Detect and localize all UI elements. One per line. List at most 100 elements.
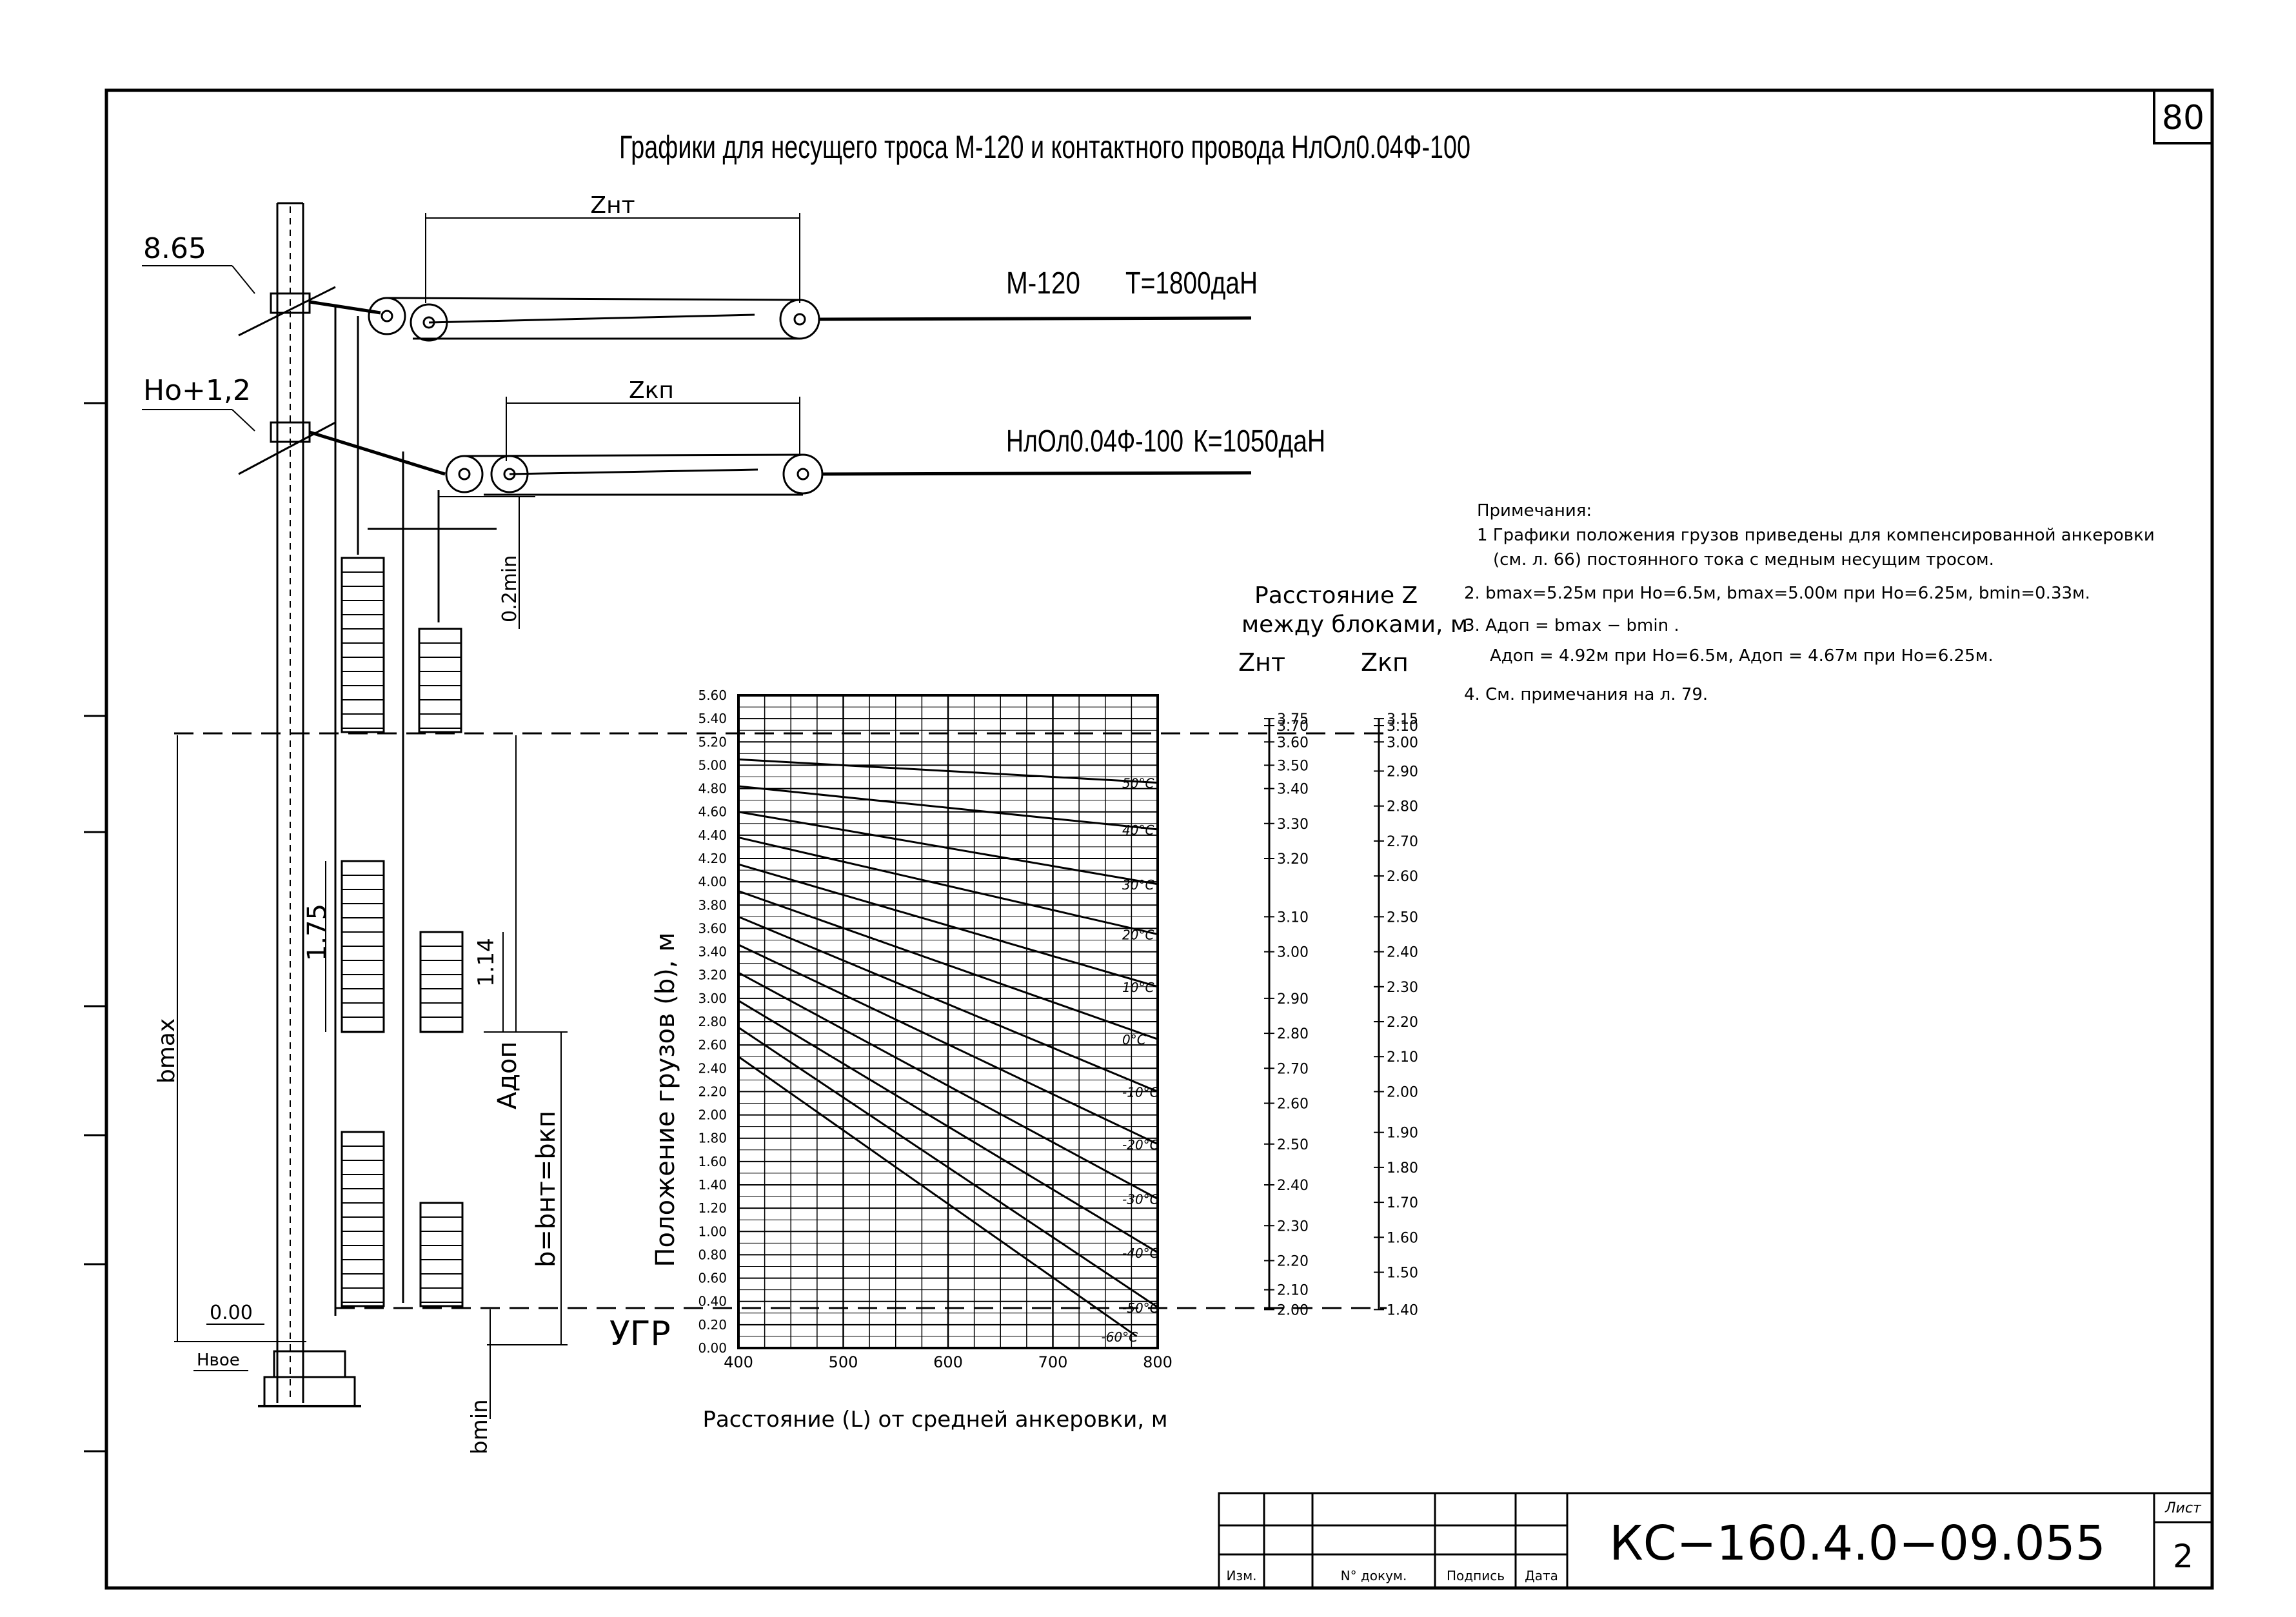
z-scale-value: 2.70 — [1387, 834, 1418, 850]
z-scale-value: 3.15 — [1387, 711, 1418, 728]
sheet-label: Лист — [2164, 1500, 2202, 1516]
z-scale-value: 2.30 — [1387, 980, 1418, 996]
diagram-dimensions — [142, 213, 800, 1419]
y-tick-label: 0.20 — [698, 1317, 727, 1333]
series-label: 20°С — [1122, 927, 1154, 942]
z-scale-value: 3.10 — [1387, 719, 1418, 735]
note-3a: 3. Адоп = bmax − bmin . — [1464, 616, 1679, 635]
z-scale-value: 1.80 — [1387, 1160, 1418, 1176]
z-scale-value: 1.40 — [1387, 1302, 1418, 1318]
series-line — [738, 1026, 1158, 1308]
y-tick-label: 3.60 — [698, 920, 727, 936]
z-scale-value: 2.40 — [1277, 1178, 1309, 1194]
series-label: -50°С — [1122, 1300, 1159, 1316]
cable-hardware — [238, 286, 1252, 1316]
chart-y-label: Положение грузов (b), м — [651, 932, 680, 1267]
series-label: 10°С — [1122, 980, 1154, 995]
y-tick-label: 0.80 — [698, 1247, 727, 1262]
series-label: -60°С — [1102, 1329, 1138, 1345]
series-line — [738, 811, 1158, 886]
y-tick-label: 2.00 — [698, 1107, 727, 1123]
y-tick-label: 3.20 — [698, 967, 727, 983]
y-tick-label: 1.00 — [698, 1224, 727, 1239]
y-tick-label: 5.40 — [698, 711, 727, 726]
z-scale-value: 2.00 — [1277, 1302, 1309, 1318]
series-label: 0°С — [1122, 1032, 1146, 1047]
series-line — [738, 890, 1158, 1040]
z-scale-value: 2.30 — [1277, 1218, 1309, 1235]
z-scale-value: 2.50 — [1277, 1137, 1309, 1153]
note-4: 4. См. примечания на л. 79. — [1464, 685, 1708, 704]
pole — [258, 202, 361, 1407]
label-z-kp-dim: Zкп — [629, 377, 674, 404]
series-label: -40°С — [1122, 1245, 1159, 1261]
series-line — [738, 915, 1158, 1093]
y-tick-label: 1.40 — [698, 1177, 727, 1193]
y-tick-label: 2.60 — [698, 1037, 727, 1053]
z-scale-title-1: Расстояние Z — [1254, 582, 1418, 609]
y-tick-label: 4.80 — [698, 781, 727, 797]
z-scale-head-kp: Zкп — [1361, 648, 1409, 677]
y-tick-label: 5.00 — [698, 757, 727, 773]
z-scale-value: 3.00 — [1387, 735, 1418, 751]
z-scale-value: 1.90 — [1387, 1126, 1418, 1142]
notes: Примечания: 1 Графики положения грузов п… — [1464, 501, 2155, 704]
y-tick-label: 4.00 — [698, 874, 727, 889]
z-scale-value: 2.20 — [1387, 1015, 1418, 1031]
z-scales: 3.753.703.603.503.403.303.203.103.002.90… — [1264, 711, 1418, 1318]
label-h-found: Нвое — [197, 1351, 240, 1370]
page-number: 80 — [2162, 99, 2204, 137]
note-1b: (см. л. 66) постоянного тока с медным не… — [1493, 550, 1994, 570]
z-scale-value: 1.50 — [1387, 1265, 1418, 1282]
z-scale-value: 3.20 — [1277, 851, 1309, 868]
z-scale-value: 2.20 — [1277, 1253, 1309, 1269]
label-175: 1.75 — [302, 904, 332, 961]
x-tick-label: 700 — [1038, 1353, 1068, 1371]
weight-position-chart: 0.000.200.400.600.801.001.201.401.601.80… — [698, 688, 1172, 1371]
series-line — [738, 1055, 1138, 1338]
y-tick-label: 2.40 — [698, 1060, 727, 1076]
y-tick-label: 2.80 — [698, 1014, 727, 1029]
sheet-frame — [84, 88, 2214, 1590]
z-scale-value: 1.60 — [1387, 1230, 1418, 1246]
sheet-number: 2 — [2173, 1538, 2193, 1575]
dashed-levels — [174, 732, 1387, 1309]
label-wire1: М-120 — [1006, 266, 1080, 301]
z-scale-value: 2.80 — [1277, 1026, 1309, 1042]
y-tick-label: 1.60 — [698, 1154, 727, 1169]
title-block — [1218, 1492, 2213, 1589]
x-tick-label: 500 — [829, 1353, 858, 1371]
series-line — [738, 785, 1158, 831]
col-izm: Изм. — [1226, 1568, 1256, 1583]
z-scale-title-2: между блоками, м — [1242, 611, 1468, 638]
series-line — [738, 837, 1158, 935]
z-scale-value: 3.60 — [1277, 735, 1309, 751]
y-tick-label: 2.20 — [698, 1084, 727, 1099]
y-tick-label: 5.60 — [698, 688, 727, 703]
sheet-title: Графики для несущего троса М-120 и конта… — [619, 129, 1470, 165]
col-date: Дата — [1525, 1568, 1558, 1583]
z-scale-value: 3.10 — [1277, 909, 1309, 926]
series-line — [738, 758, 1158, 784]
col-doc: N° докум. — [1341, 1568, 1407, 1583]
x-tick-label: 800 — [1143, 1353, 1173, 1371]
y-tick-label: 1.80 — [698, 1131, 727, 1146]
y-tick-label: 3.40 — [698, 944, 727, 960]
z-scale-value: 2.80 — [1387, 799, 1418, 815]
z-scale-head-nt: Zнт — [1238, 648, 1285, 677]
label-02min: 0.2min — [499, 555, 521, 622]
series-line — [738, 1000, 1158, 1254]
series-label: 30°С — [1122, 877, 1154, 893]
z-scale-value: 2.90 — [1387, 764, 1418, 780]
y-tick-label: 4.20 — [698, 851, 727, 866]
label-level-top: 8.65 — [143, 232, 206, 265]
series-label: -30°С — [1122, 1192, 1159, 1207]
chart-x-label: Расстояние (L) от средней анкеровки, м — [702, 1407, 1167, 1433]
chart-frame — [737, 694, 1159, 1349]
y-tick-label: 1.20 — [698, 1200, 727, 1216]
z-scale-value: 3.70 — [1277, 719, 1309, 735]
note-3b: Адоп = 4.92м при Ho=6.5м, Адоп = 4.67м п… — [1490, 646, 1994, 666]
label-wire2: НлОл0.04Ф-100 — [1006, 424, 1183, 459]
z-scale-value: 3.00 — [1277, 945, 1309, 961]
